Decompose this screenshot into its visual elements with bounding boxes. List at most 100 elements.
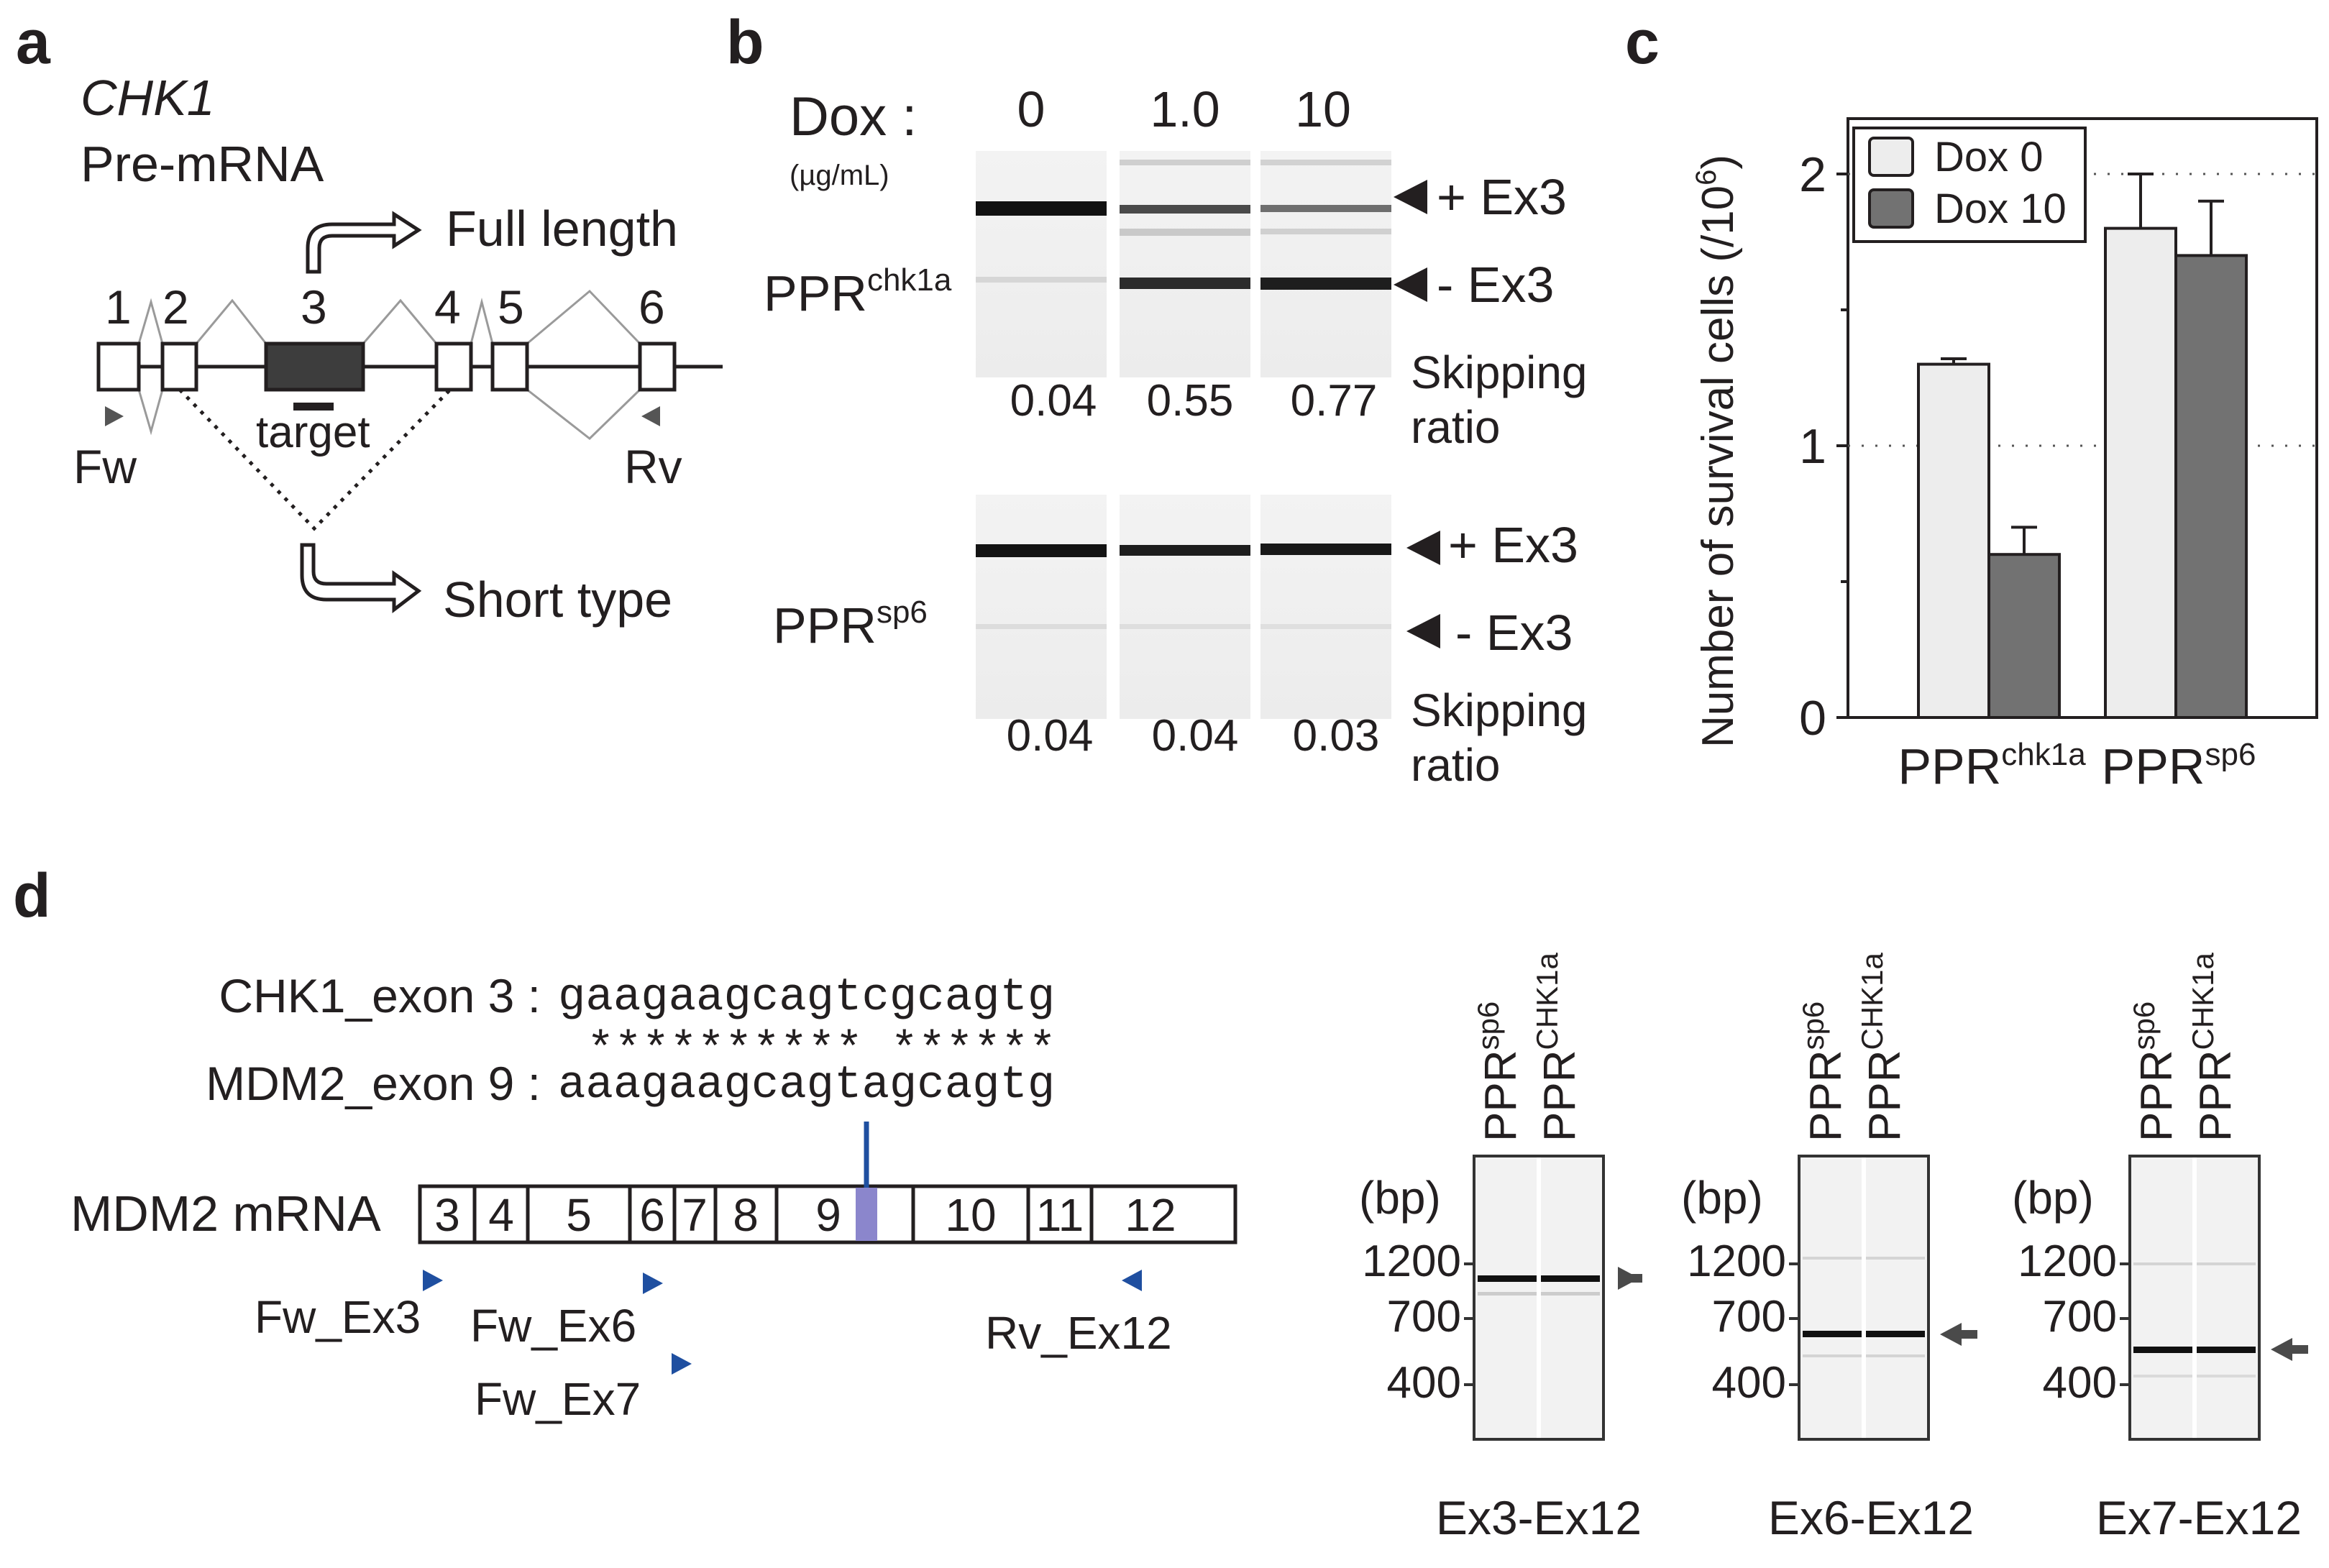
mrna-exon-8: 8: [733, 1189, 759, 1241]
gel-bottom-minus-label: - Ex3: [1455, 605, 1573, 661]
gel1-title: Ex3-Ex12: [1436, 1491, 1642, 1544]
legend-swatch-2: [1868, 188, 1914, 229]
gel-top-lane-1-plus-band: [976, 201, 1107, 216]
gel-bottom-plus-label: + Ex3: [1448, 517, 1578, 573]
gel-top-plus-arrow-icon: [1394, 180, 1427, 214]
dox-label: Dox :: [790, 86, 917, 147]
gel1-lane2-band: [1541, 1275, 1600, 1282]
panel-a: a CHK1 Pre-mRNA Full length 1 2 3 4 5 6: [16, 8, 723, 628]
exon-number-5: 5: [498, 280, 524, 334]
panel-letter-b: b: [726, 8, 764, 77]
short-type-skip-path: [178, 388, 452, 531]
gel2-lane1-label: PPRsp6: [1796, 1001, 1851, 1142]
gel-top-ratio-3: 0.77: [1291, 376, 1378, 426]
fw-ex6-label: Fw_Ex6: [470, 1300, 636, 1352]
exon-number-labels: 1 2 3 4 5 6: [105, 280, 665, 334]
gel-top-lane-2-mid-band: [1120, 229, 1250, 236]
gel3-lane1-label: PPRsp6: [2127, 1001, 2182, 1142]
gel3-ladder-400: 400: [2043, 1358, 2117, 1408]
splice-connectors: [137, 289, 641, 440]
fw-ex7-label: Fw_Ex7: [475, 1373, 641, 1425]
panel-letter-c: c: [1625, 8, 1660, 77]
bar-dox10-1: [1987, 553, 2061, 720]
gel-top-lane-1-minus-band: [976, 277, 1107, 283]
mdm2-mrna-label: MDM2 mRNA: [70, 1186, 381, 1242]
gel-top-lane-2-upper-band: [1120, 160, 1250, 165]
gel-bottom-plus-arrow-icon: [1406, 531, 1440, 565]
gel-top: [976, 151, 1391, 377]
short-type-label: Short type: [443, 572, 672, 628]
rv-primer-label: Rv: [624, 440, 682, 493]
panel-letter-a: a: [16, 8, 51, 77]
gel-bottom-ratio-3: 0.03: [1293, 711, 1380, 761]
gel-bottom-construct: PPRsp6: [773, 595, 928, 654]
fw-primer-arrow-icon: [105, 406, 124, 426]
mrna-exon-11: 11: [1036, 1189, 1084, 1241]
gel2-lane1-band: [1803, 1331, 1862, 1337]
mrna-exon-7: 7: [682, 1189, 708, 1241]
gel-top-skipping-label: Skipping: [1411, 347, 1588, 398]
gel1-ladder-700: 700: [1387, 1292, 1461, 1342]
gel-bottom-lane-3-minus-band: [1260, 624, 1391, 629]
mdm2-mrna-map: 3 4 5 6 7 8 9 10 11 12: [418, 1122, 1237, 1244]
gene-name: CHK1: [81, 70, 215, 126]
rv-ex12-label: Rv_Ex12: [985, 1307, 1172, 1359]
fw-ex3-label: Fw_Ex3: [255, 1291, 421, 1343]
gel-bottom-ratio-label: ratio: [1411, 739, 1501, 791]
gel2-bp-label: (bp): [1681, 1172, 1763, 1224]
gel-top-plus-label: + Ex3: [1437, 169, 1567, 225]
mrna-exon-12: 12: [1125, 1189, 1176, 1241]
gel-bottom-lane-3: [1260, 495, 1391, 719]
mrna-exon-10: 10: [945, 1189, 996, 1241]
target-label: target: [256, 408, 370, 457]
exon-3-box: [264, 341, 365, 392]
exon-2-box: [160, 341, 198, 392]
rv-ex12-primer-icon: [1122, 1270, 1142, 1291]
gel-top-lane-2: [1120, 151, 1250, 377]
gel-bottom-lane-1: [976, 495, 1107, 719]
gel-top-ratio-label: ratio: [1411, 401, 1501, 453]
dox-level-1: 1.0: [1150, 81, 1220, 137]
gel-top-minus-label: - Ex3: [1437, 257, 1554, 313]
gel-ex3-ex12: PPRsp6 PPRCHK1a (bp) 1200 700 400 Ex3-Ex…: [1359, 952, 1642, 1544]
exon-number-2: 2: [163, 280, 189, 334]
chk1-exon3-sequence: gaagaagcagtcgcagtg: [558, 972, 1055, 1024]
legend-label-1: Dox 0: [1934, 134, 2044, 180]
gel-top-lane-3-plus-band: [1260, 205, 1391, 212]
gel1-lane1-label: PPRsp6: [1471, 1001, 1526, 1142]
gel2-ladder-1200: 1200: [1687, 1237, 1786, 1286]
gel-top-ratio-2: 0.55: [1147, 376, 1234, 426]
gel3-ladder-1200: 1200: [2018, 1237, 2117, 1286]
bar-dox0-1: [1917, 362, 1990, 719]
target-site-highlight: [856, 1188, 877, 1241]
gel2-title: Ex6-Ex12: [1768, 1491, 1974, 1544]
gel-bottom-lane-2-minus-band: [1120, 624, 1250, 629]
chart-y-tick-label: 1: [1799, 419, 1826, 474]
exon-number-3: 3: [301, 280, 327, 334]
mrna-exon-4: 4: [488, 1189, 514, 1241]
panel-b: b Dox : (µg/mL) 0 1.0 10 PPRchk1a + Ex: [726, 8, 1588, 791]
gel-bottom: [976, 495, 1391, 719]
gel2-lane2-label: PPRCHK1a: [1855, 952, 1910, 1142]
gel1-ladder-1200: 1200: [1362, 1237, 1461, 1286]
gel2-ladder-400: 400: [1712, 1358, 1786, 1408]
gel-bottom-ratio-1: 0.04: [1007, 711, 1094, 761]
gel-top-ratio-1: 0.04: [1010, 376, 1097, 426]
gel2-lane2-band: [1866, 1331, 1925, 1337]
short-type-arrow-icon: [300, 543, 422, 614]
gel3-lane2-label: PPRCHK1a: [2186, 952, 2241, 1142]
gel1-lane1-band: [1478, 1275, 1537, 1282]
chart-frame: [1847, 117, 2318, 719]
chk1-exon3-label: CHK1_exon 3 :: [219, 969, 541, 1022]
mrna-box: [418, 1184, 1237, 1244]
gel-bottom-ratio-2: 0.04: [1152, 711, 1239, 761]
gel-ex6-ex12: PPRsp6 PPRCHK1a (bp) 1200 700 400 Ex6-Ex…: [1681, 952, 1977, 1544]
gel-ex7-ex12: PPRsp6 PPRCHK1a (bp) 1200 700 400 Ex7-Ex…: [2012, 952, 2308, 1544]
fw-ex3-primer-icon: [423, 1270, 443, 1291]
gel1-bp-label: (bp): [1359, 1172, 1441, 1224]
sequence-match-stars: ********** ******: [587, 1025, 1056, 1077]
gel2-band-arrow-icon: [1940, 1323, 1962, 1346]
fw-ex6-primer-icon: [643, 1273, 663, 1294]
gel-bottom-lane-2: [1120, 495, 1250, 719]
